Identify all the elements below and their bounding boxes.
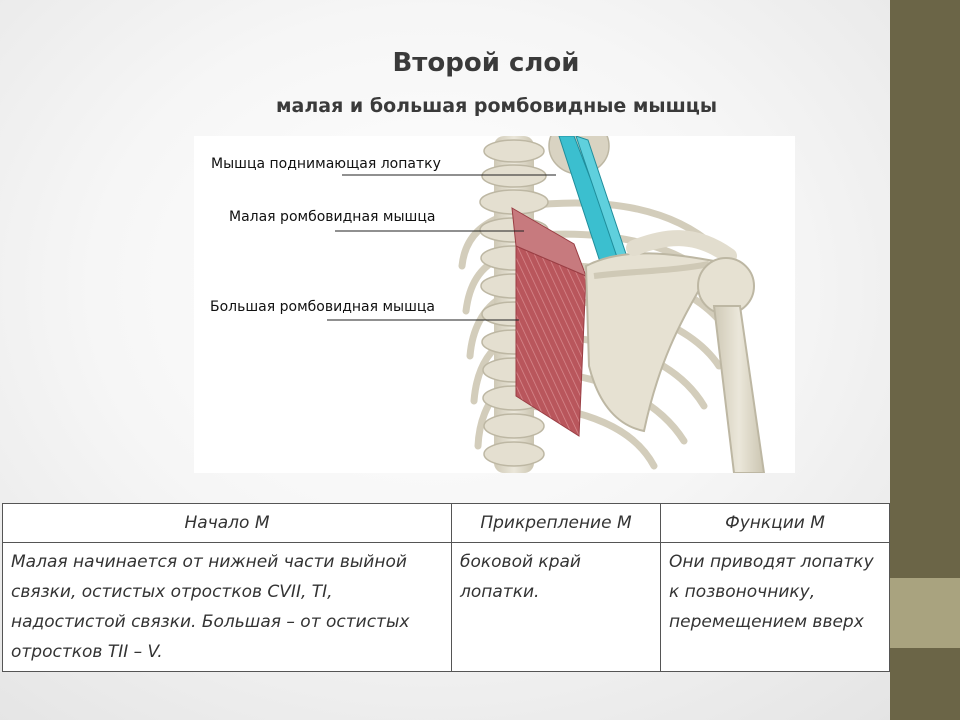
leader-lines: [327, 174, 556, 321]
header-origin: Начало М: [2, 503, 452, 543]
humerus: [712, 305, 766, 473]
slide-subtitle: малая и большая ромбовидные мышцы: [276, 95, 718, 117]
side-accent-block: [890, 578, 960, 648]
cell-function: Они приводят лопатку к позвоночнику, пер…: [660, 542, 890, 672]
muscle-info-table: Начало М Прикрепление М Функции М Малая …: [2, 503, 890, 672]
side-decoration-bar: [890, 0, 960, 720]
label-rhomboid-minor: Малая ромбовидная мышца: [229, 209, 436, 225]
scapula: [584, 252, 716, 433]
header-function: Функции М: [660, 503, 890, 543]
table-header-row: Начало М Прикрепление М Функции М: [2, 503, 890, 543]
skeleton-back-drawing: [327, 136, 766, 473]
table-row: Малая начинается от нижней части выйной …: [2, 542, 890, 672]
slide-title: Второй слой: [392, 48, 580, 78]
label-levator-scapulae: Мышца поднимающая лопатку: [211, 156, 441, 172]
clavicle: [626, 230, 737, 264]
label-rhomboid-major: Большая ромбовидная мышца: [210, 299, 436, 315]
cell-insertion: боковой край лопатки.: [451, 542, 661, 672]
anatomy-illustration: Мышца поднимающая лопатку Малая ромбовид…: [194, 136, 795, 473]
cell-origin: Малая начинается от нижней части выйной …: [2, 542, 452, 672]
header-insertion: Прикрепление М: [451, 503, 661, 543]
